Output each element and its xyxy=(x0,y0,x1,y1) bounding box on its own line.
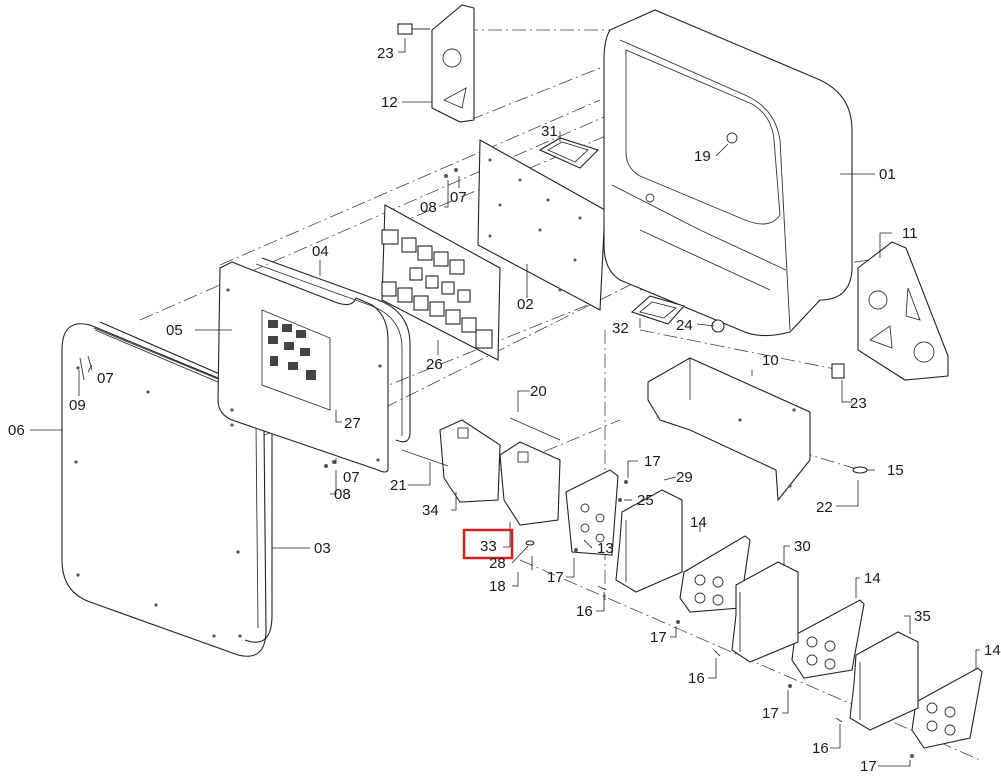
part-10-rail xyxy=(647,357,811,502)
part-29-module xyxy=(615,489,683,593)
part-04-seal xyxy=(255,257,411,443)
callout-17: 17 xyxy=(650,629,667,646)
callout-23: 23 xyxy=(850,395,867,412)
callout-33: 33 xyxy=(480,538,497,555)
callout-08: 08 xyxy=(334,486,351,503)
part-23-bolt-right xyxy=(831,363,845,379)
callout-08: 08 xyxy=(420,199,437,216)
callout-01: 01 xyxy=(879,166,896,183)
part-32-gasket xyxy=(630,295,685,325)
callout-17: 17 xyxy=(644,453,661,470)
callout-14: 14 xyxy=(984,642,1001,659)
callout-16: 16 xyxy=(688,670,705,687)
callout-14: 14 xyxy=(690,514,707,531)
part-34-connector xyxy=(439,419,501,503)
part-33-connector xyxy=(499,441,561,526)
part-20-rod xyxy=(509,417,561,441)
callout-31: 31 xyxy=(541,123,558,140)
part-11-bracket xyxy=(857,241,949,381)
callout-labels: 23 12 31 19 01 08 07 04 02 11 05 26 32 2… xyxy=(8,45,1001,775)
callout-26: 26 xyxy=(426,356,443,373)
callout-17: 17 xyxy=(762,705,779,722)
highlight-box-33 xyxy=(462,528,514,560)
small-fasteners xyxy=(324,168,914,758)
callout-09: 09 xyxy=(69,397,86,414)
callout-06: 06 xyxy=(8,422,25,439)
callout-12: 12 xyxy=(381,94,398,111)
part-35-module xyxy=(849,631,919,731)
part-31-gasket xyxy=(538,137,600,169)
callout-07: 07 xyxy=(97,370,114,387)
callout-13: 13 xyxy=(597,540,614,557)
callout-10: 10 xyxy=(762,352,779,369)
callout-21: 21 xyxy=(390,477,407,494)
callout-24: 24 xyxy=(676,317,693,334)
part-14b-bracket xyxy=(791,599,865,679)
callout-11: 11 xyxy=(902,225,918,242)
callout-17: 17 xyxy=(860,758,877,775)
callout-17: 17 xyxy=(547,569,564,586)
callout-14: 14 xyxy=(864,570,881,587)
part-26-relay-board xyxy=(381,204,501,361)
part-13-bracket xyxy=(565,469,619,556)
callout-07: 07 xyxy=(343,469,360,486)
callout-07: 07 xyxy=(450,189,467,206)
part-05-inner-plate xyxy=(217,261,389,473)
callout-19: 19 xyxy=(694,148,711,165)
callout-03: 03 xyxy=(314,540,331,557)
callout-35: 35 xyxy=(914,608,931,625)
callout-15: 15 xyxy=(887,462,904,479)
callout-04: 04 xyxy=(312,243,329,260)
callout-18: 18 xyxy=(489,578,506,595)
callout-16: 16 xyxy=(576,603,593,620)
part-02-mounting-plate xyxy=(477,139,606,311)
callout-05: 05 xyxy=(166,322,183,339)
part-30-module xyxy=(731,561,799,663)
part-01-enclosure xyxy=(603,9,853,337)
callout-23: 23 xyxy=(377,45,394,62)
callout-30: 30 xyxy=(794,538,811,555)
part-21-rod xyxy=(401,449,449,467)
callout-34: 34 xyxy=(422,502,439,519)
callout-02: 02 xyxy=(517,296,534,313)
callout-20: 20 xyxy=(530,383,547,400)
callout-32: 32 xyxy=(612,320,629,337)
callout-28: 28 xyxy=(489,555,506,572)
callout-22: 22 xyxy=(816,499,833,516)
callout-27: 27 xyxy=(344,415,361,432)
part-12-bracket xyxy=(431,4,475,123)
callout-29: 29 xyxy=(676,469,693,486)
part-23-bolt-top xyxy=(397,23,430,35)
part-14c-bracket xyxy=(911,667,983,749)
callout-16: 16 xyxy=(812,740,829,757)
leader-lines xyxy=(30,38,980,767)
part-15-washer xyxy=(852,466,868,474)
callout-25: 25 xyxy=(637,492,654,509)
